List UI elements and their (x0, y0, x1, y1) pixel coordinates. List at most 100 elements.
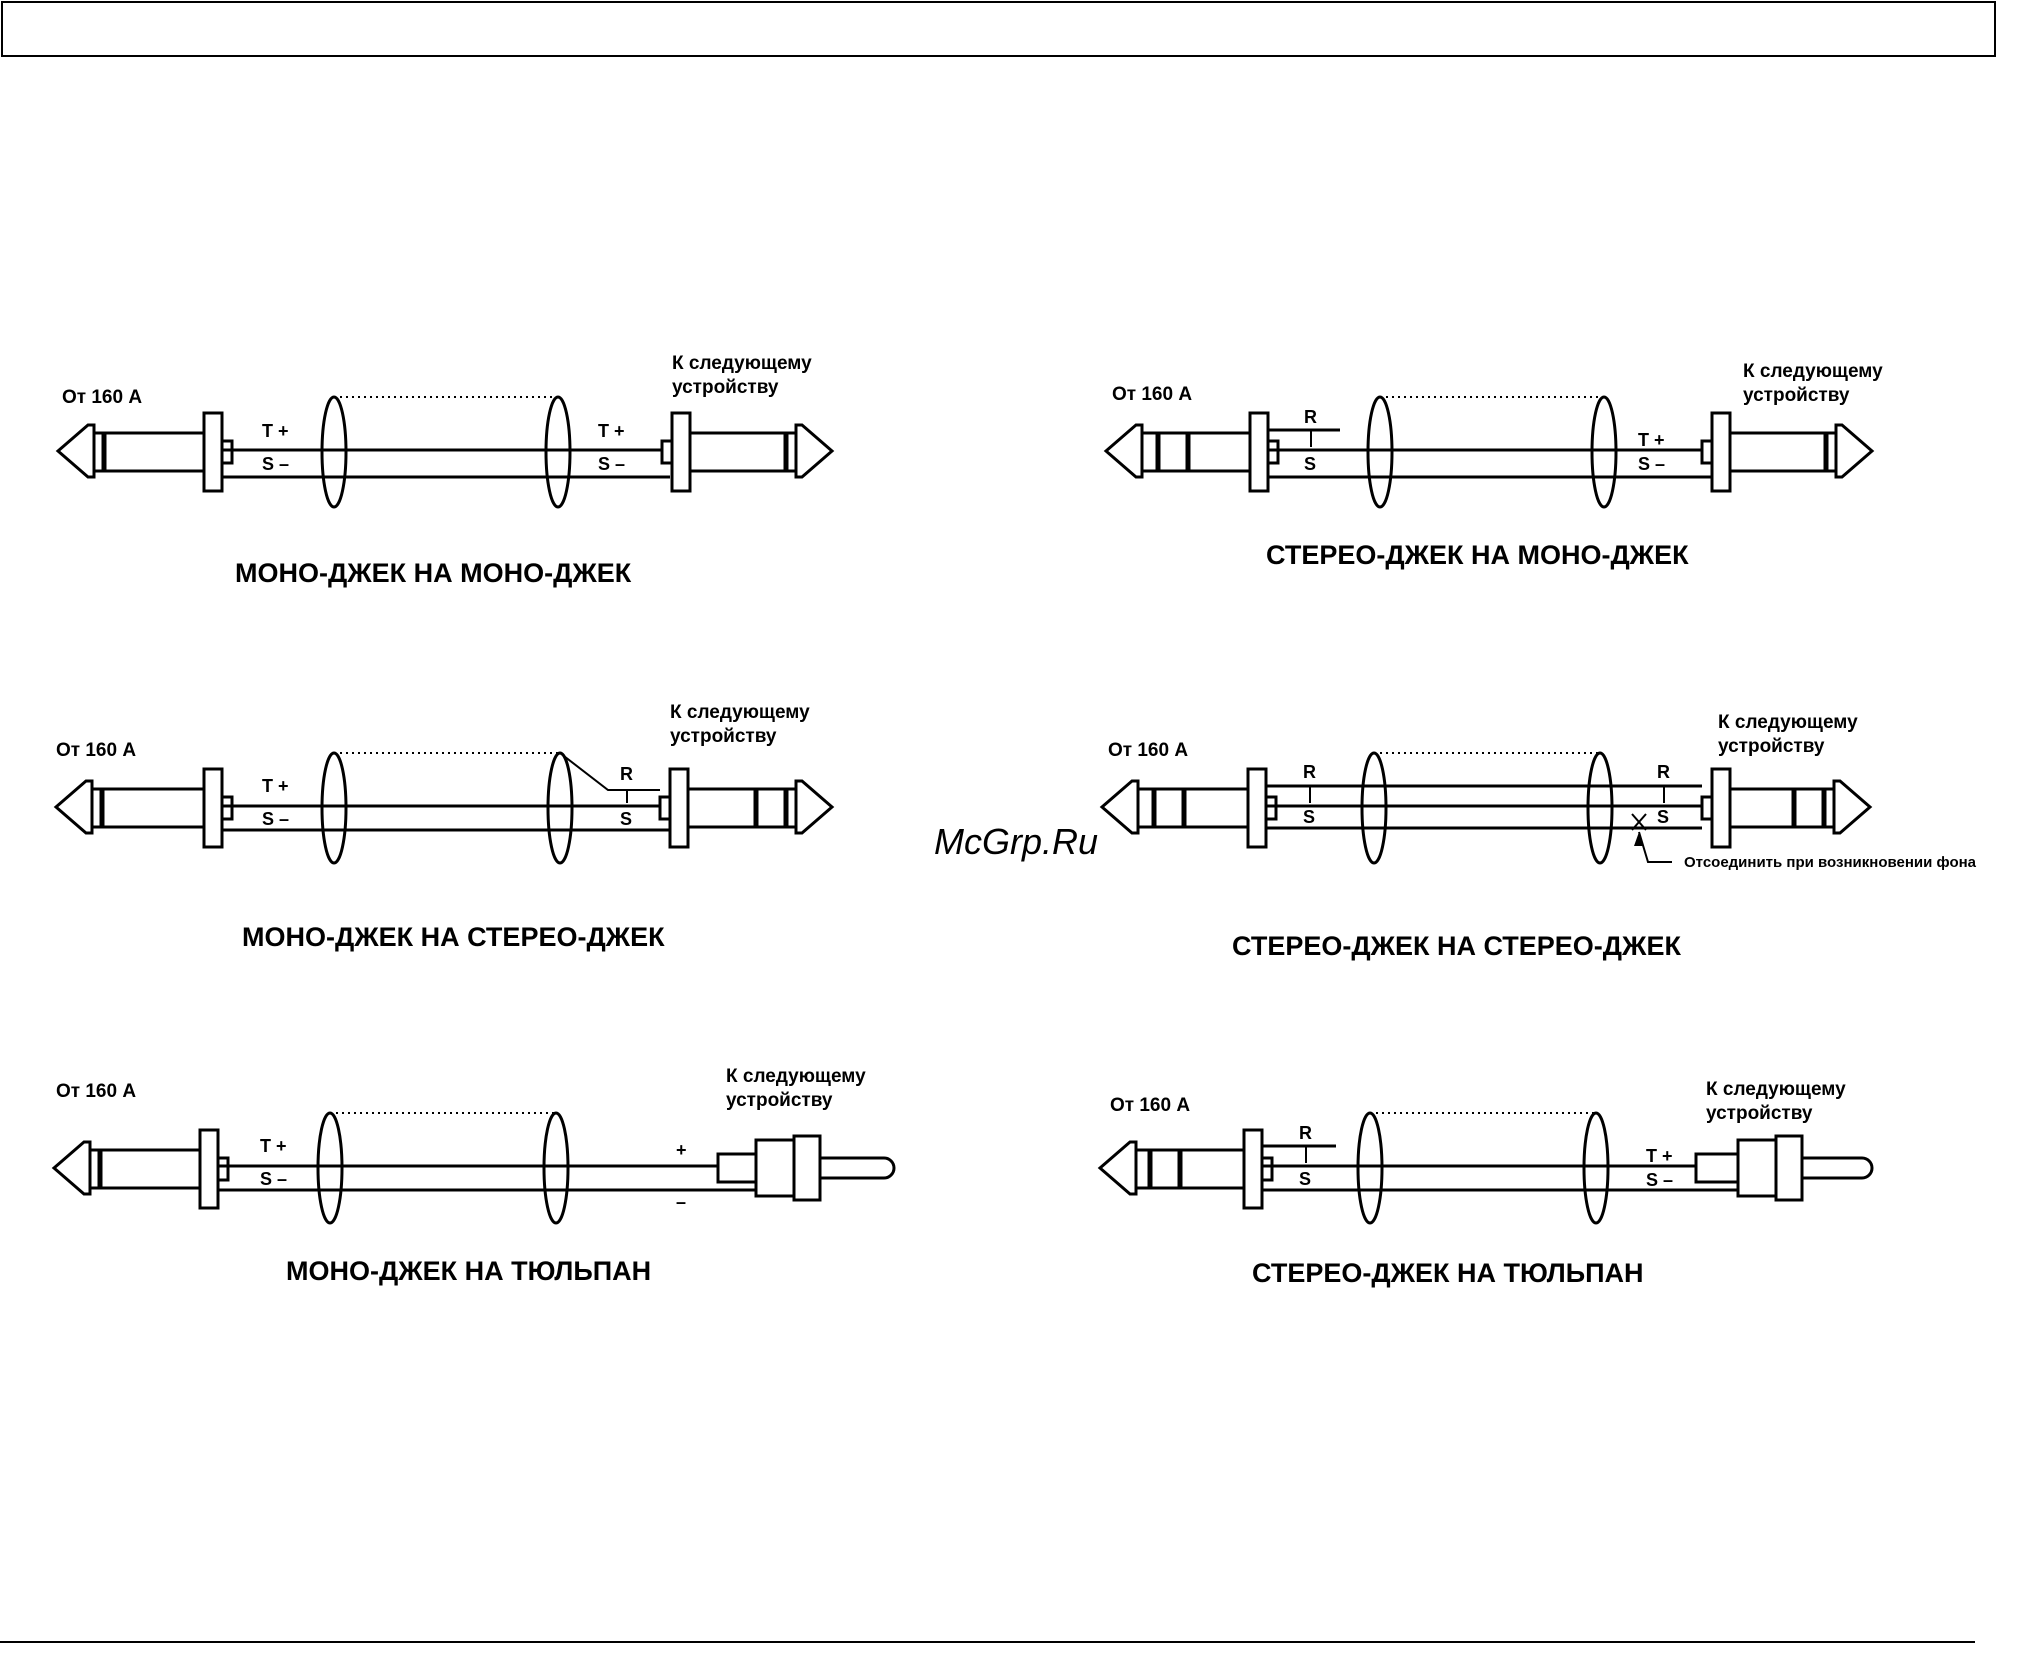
left-sleeve-label: S – (262, 454, 289, 474)
right-plug-tip (794, 779, 835, 835)
rca-collar (1774, 1134, 1804, 1202)
rca-minus-label: – (676, 1192, 686, 1212)
disconnect-cross-2 (1631, 813, 1647, 831)
left-plug-terminal (1264, 795, 1278, 821)
source-label: От 160 A (56, 1081, 136, 1102)
diagram-stereo-to-rca: От 160 A К следующему устройству R S T +… (1097, 1079, 1874, 1288)
rca-tip-label: T + (1646, 1146, 1673, 1166)
rca-pin-base (716, 1152, 758, 1184)
destination-label-line1: К следующему (1706, 1079, 1846, 1100)
destination-label-line2: устройству (672, 377, 779, 398)
rca-plus-label: + (676, 1140, 687, 1160)
ring-jumper (559, 752, 660, 791)
right-plug-collar (1710, 767, 1732, 849)
left-plug-sleeve (1134, 1148, 1246, 1190)
rca-body (754, 1138, 796, 1198)
left-tip-label: T + (260, 1136, 287, 1156)
left-plug-terminal (220, 795, 234, 821)
left-plug-terminal (1266, 439, 1280, 465)
diagram-stereo-to-stereo: От 160 A К следующему устройству R S R S… (1099, 712, 1977, 961)
rca-sleeve-label: S – (1646, 1170, 1673, 1190)
cable-shield-right (542, 1111, 570, 1225)
watermark-text: McGrp.Ru (934, 821, 1098, 862)
left-plug-tip (51, 1140, 92, 1196)
left-plug-terminal (1260, 1156, 1274, 1182)
rca-center-pin (1800, 1156, 1874, 1180)
cable-shield-right (546, 751, 574, 865)
left-plug-tip (55, 423, 96, 479)
destination-label-line2: устройству (1706, 1103, 1813, 1124)
right-sleeve-label: S (620, 809, 632, 829)
right-plug-tip (1832, 779, 1873, 835)
right-plug-collar (668, 767, 690, 849)
cable-shield-left (316, 1111, 344, 1225)
left-sleeve-label: S – (260, 1169, 287, 1189)
right-plug-collar (670, 411, 692, 493)
rca-center-pin (818, 1156, 896, 1180)
right-ring-label: R (620, 764, 633, 784)
destination-label-line1: К следующему (672, 353, 812, 374)
destination-label-line1: К следующему (1718, 712, 1858, 733)
right-sleeve-label: S – (598, 454, 625, 474)
cable-shield-left (1366, 395, 1394, 509)
diagram-mono-to-rca: От 160 A К следующему устройству T + S –… (51, 1066, 896, 1286)
source-label: От 160 A (56, 740, 136, 761)
right-plug-tip (794, 423, 835, 479)
note-arrowhead (1634, 832, 1644, 846)
left-plug-sleeve (90, 787, 206, 829)
left-plug-collar (198, 1128, 220, 1210)
diagram-title: МОНО-ДЖЕК НА СТЕРЕО-ДЖЕК (242, 922, 665, 952)
right-plug-sleeve (1728, 431, 1838, 473)
diagram-mono-to-mono: От 160 A К следующему устройству T + S –… (55, 353, 835, 588)
diagram-title: СТЕРЕО-ДЖЕК НА ТЮЛЬПАН (1252, 1258, 1644, 1288)
left-plug-sleeve (88, 1148, 202, 1190)
note-leader-line (1638, 831, 1672, 863)
left-plug-tip (1097, 1140, 1138, 1196)
cable-shield-left (320, 395, 348, 509)
right-plug-sleeve (688, 431, 798, 473)
left-sleeve-label: S – (262, 809, 289, 829)
header-frame (1, 1, 1996, 57)
right-sleeve-label: S (1657, 807, 1669, 827)
cable-shield-right (1590, 395, 1618, 509)
source-label: От 160 A (1112, 384, 1192, 405)
left-plug-terminal (220, 439, 234, 465)
left-plug-collar (1246, 767, 1268, 849)
left-plug-terminal (216, 1156, 230, 1182)
left-plug-collar (1248, 411, 1270, 493)
destination-label-line2: устройству (1743, 385, 1850, 406)
rca-body (1736, 1138, 1778, 1198)
cable-shield-right (1582, 1111, 1610, 1225)
right-tip-label: T + (598, 421, 625, 441)
left-sleeve-label: S (1304, 454, 1316, 474)
left-sleeve-label: S (1299, 1169, 1311, 1189)
right-sleeve-label: S – (1638, 454, 1665, 474)
source-label: От 160 A (1110, 1095, 1190, 1116)
left-plug-tip (1099, 779, 1140, 835)
cable-shield-right (1586, 751, 1614, 865)
left-ring-label: R (1303, 762, 1316, 782)
rca-pin-base (1694, 1152, 1740, 1184)
diagram-title: МОНО-ДЖЕК НА МОНО-ДЖЕК (235, 558, 632, 588)
destination-label-line1: К следующему (726, 1066, 866, 1087)
left-sleeve-label: S (1303, 807, 1315, 827)
right-plug-tip (1834, 423, 1875, 479)
cable-shield-left (1360, 751, 1388, 865)
destination-label-line2: устройству (670, 726, 777, 747)
left-plug-collar (202, 411, 224, 493)
left-plug-collar (202, 767, 224, 849)
right-plug-sleeve (686, 787, 798, 829)
cable-shield-left (1356, 1111, 1384, 1225)
right-plug-collar (1710, 411, 1732, 493)
right-ring-label: R (1657, 762, 1670, 782)
left-plug-collar (1242, 1128, 1264, 1210)
destination-label-line1: К следующему (670, 702, 810, 723)
diagram-title: СТЕРЕО-ДЖЕК НА МОНО-ДЖЕК (1266, 540, 1689, 570)
cable-shield-left (320, 751, 348, 865)
diagram-title: СТЕРЕО-ДЖЕК НА СТЕРЕО-ДЖЕК (1232, 931, 1681, 961)
right-plug-sleeve (1728, 787, 1836, 829)
destination-label-line2: устройству (1718, 736, 1825, 757)
destination-label-line1: К следующему (1743, 361, 1883, 382)
disconnect-note: Отсоединить при возникновении фона (1684, 854, 1977, 871)
